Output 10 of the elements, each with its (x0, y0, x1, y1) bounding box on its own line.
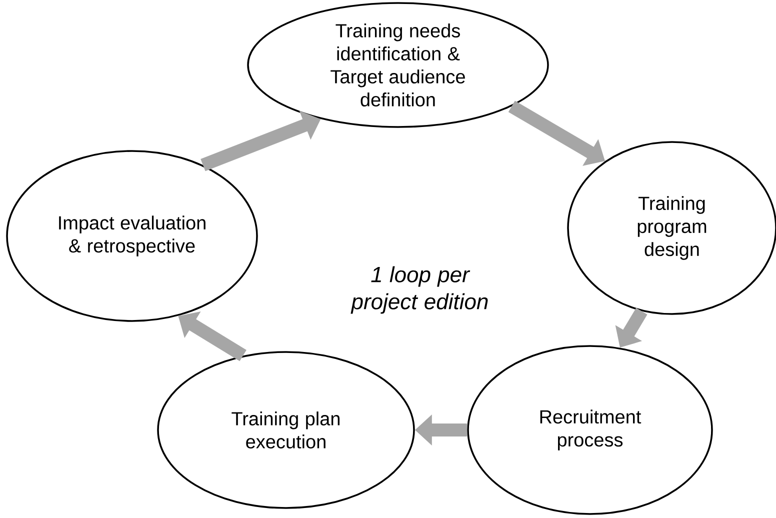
node-label: Recruitment process (540, 410, 642, 450)
process-ellipse (157, 351, 415, 509)
process-ellipse (467, 345, 713, 515)
node-label: Training needs identification & Target audience definition (330, 24, 465, 106)
process-ellipse (6, 150, 258, 322)
node-label: Training program design (638, 196, 706, 260)
node-label: Training plan execution (232, 412, 340, 448)
node-label: Impact evaluation & retrospective (59, 216, 206, 256)
process-ellipse (247, 2, 549, 128)
center-note: 1 loop per project edition (350, 266, 488, 314)
